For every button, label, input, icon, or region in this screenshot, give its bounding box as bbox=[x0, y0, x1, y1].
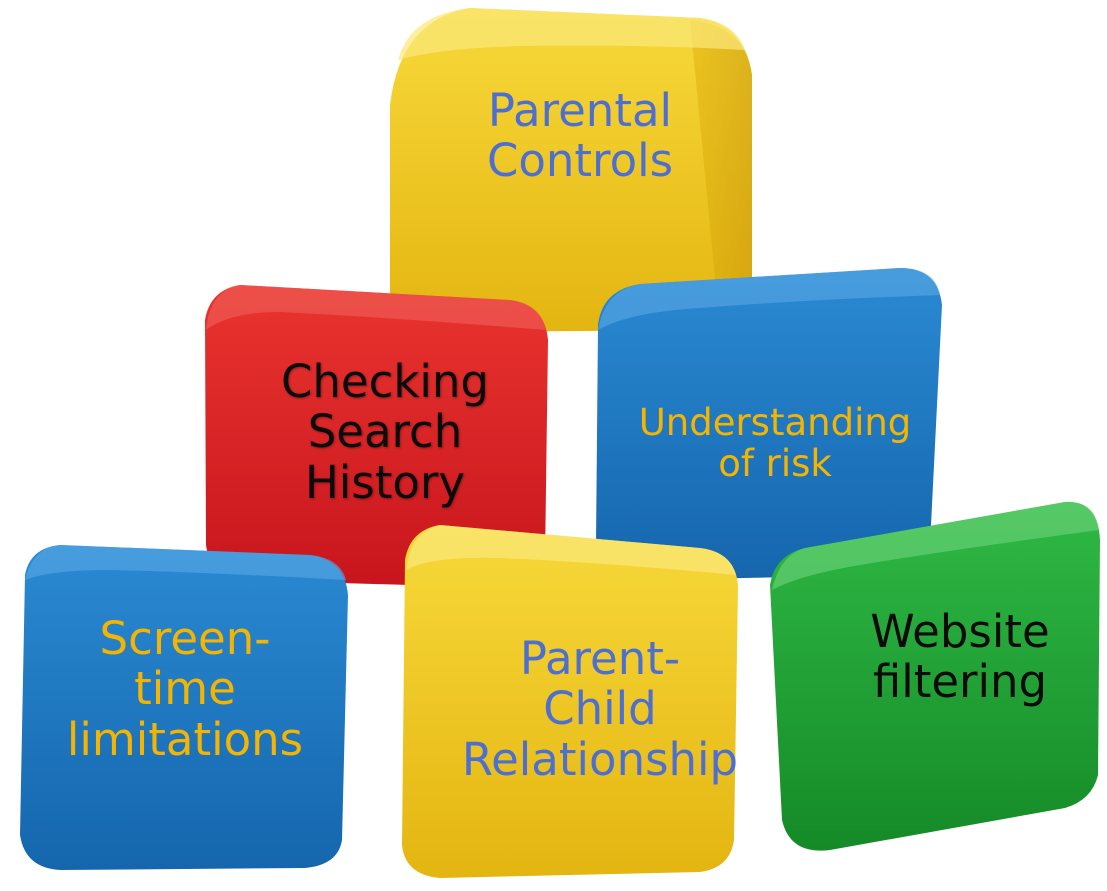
label-line: time bbox=[134, 662, 236, 716]
label-line: Child bbox=[543, 682, 657, 736]
middle-red-block bbox=[205, 285, 548, 588]
label-line: Screen- bbox=[99, 612, 271, 665]
label-understanding-of-risk: Understanding of risk bbox=[615, 402, 935, 485]
label-line: Parent- bbox=[519, 632, 681, 685]
label-line: Checking bbox=[280, 355, 489, 408]
label-parent-child-relationship: Parent- Child Relationship bbox=[440, 632, 760, 786]
label-line: Search bbox=[307, 405, 463, 459]
label-line: History bbox=[304, 455, 466, 509]
label-screen-time-limitations: Screen- time limitations bbox=[55, 612, 315, 766]
label-line: Website bbox=[870, 605, 1050, 658]
middle-right-blue-block bbox=[596, 268, 942, 580]
label-parental-controls: Parental Controls bbox=[455, 84, 705, 188]
label-website-filtering: Website filtering bbox=[830, 605, 1090, 709]
label-line: Understanding bbox=[638, 401, 912, 444]
label-checking-search-history: Checking Search History bbox=[240, 355, 530, 509]
label-line: Controls bbox=[486, 134, 674, 188]
top-yellow-block bbox=[390, 8, 752, 332]
label-line: limitations bbox=[66, 712, 304, 766]
bottom-center-yellow-block bbox=[402, 525, 738, 878]
label-line: Relationship bbox=[461, 732, 739, 786]
bottom-left-blue-block bbox=[20, 545, 348, 870]
label-line: filtering bbox=[872, 655, 1048, 709]
label-line: Parental bbox=[487, 84, 673, 137]
label-line: of risk bbox=[718, 442, 832, 486]
bottom-right-green-block bbox=[770, 501, 1100, 851]
